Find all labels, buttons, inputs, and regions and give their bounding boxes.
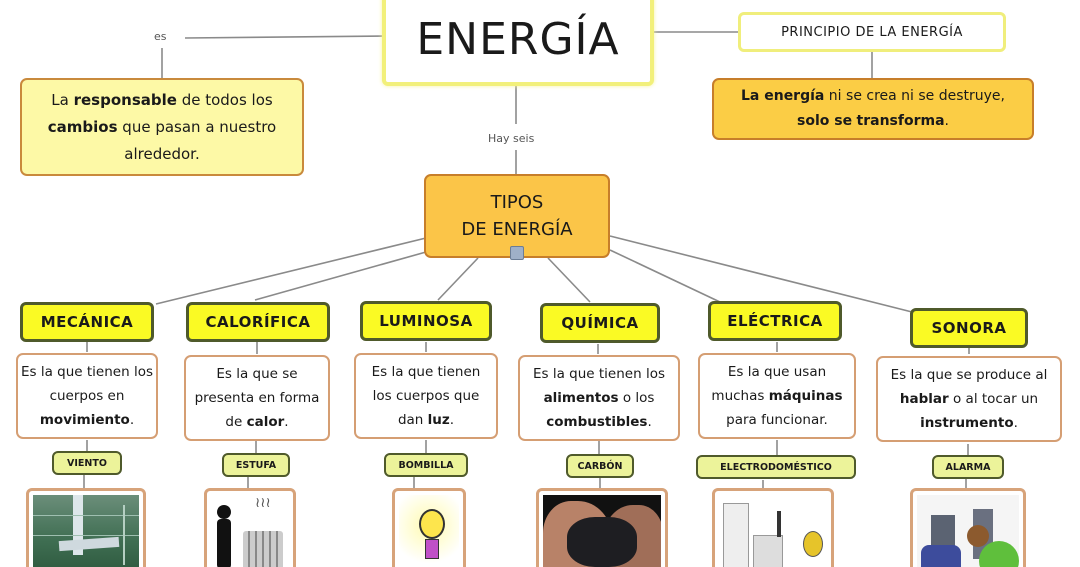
example-carbon[interactable]: CARBÓN [566,454,634,478]
title-node[interactable]: ENERGÍA [382,0,654,86]
desc-sonora[interactable]: Es la que se produce al hablar o al toca… [876,356,1062,442]
appliances-image [712,488,834,567]
types-node[interactable]: TIPOS DE ENERGÍA [424,174,610,258]
principle-statement-text: La energía ni se crea ni se destruye, so… [740,88,1005,129]
link-label-hay-seis: Hay seis [488,132,535,145]
attachment-icon[interactable] [510,246,524,260]
alarm-person-image [910,488,1026,567]
example-estufa[interactable]: ESTUFA [222,453,290,477]
link-label-es: es [154,30,167,43]
category-mecanica[interactable]: MECÁNICA [20,302,154,342]
definition-bold-responsable: responsable [73,90,177,109]
coal-hands-image [536,488,668,567]
title-text: ENERGÍA [416,13,620,65]
desc-quimica[interactable]: Es la que tienen los alimentos o los com… [518,355,680,441]
example-alarma[interactable]: ALARMA [932,455,1004,479]
person-heater-image: ≀≀≀ [204,488,296,567]
example-bombilla[interactable]: BOMBILLA [384,453,468,477]
desc-electrica[interactable]: Es la que usan muchas máquinas para func… [698,353,856,439]
category-electrica[interactable]: ELÉCTRICA [708,301,842,341]
desc-calorifica[interactable]: Es la que se presenta en forma de calor. [184,355,330,441]
category-calorifica[interactable]: CALORÍFICA [186,302,330,342]
desc-luminosa[interactable]: Es la que tienen los cuerpos que dan luz… [354,353,498,439]
definition-node[interactable]: La responsable de todos los cambios que … [20,78,304,176]
category-sonora[interactable]: SONORA [910,308,1028,348]
principle-title-node[interactable]: PRINCIPIO DE LA ENERGÍA [738,12,1006,52]
desc-mecanica[interactable]: Es la que tienen los cuerpos en movimien… [16,353,158,439]
example-electrodomestico[interactable]: ELECTRODOMÉSTICO [696,455,856,479]
principle-statement-node[interactable]: La energía ni se crea ni se destruye, so… [712,78,1034,140]
wind-turbine-image [26,488,146,567]
category-quimica[interactable]: QUÍMICA [540,303,660,343]
principle-title-text: PRINCIPIO DE LA ENERGÍA [781,24,963,40]
definition-bold-cambios: cambios [47,117,118,136]
types-line2: DE ENERGÍA [461,219,573,240]
category-luminosa[interactable]: LUMINOSA [360,301,492,341]
light-bulb-image [392,488,466,567]
example-viento[interactable]: VIENTO [52,451,122,475]
definition-text: La responsable de todos los cambios que … [47,90,277,163]
types-line1: TIPOS [490,192,544,213]
